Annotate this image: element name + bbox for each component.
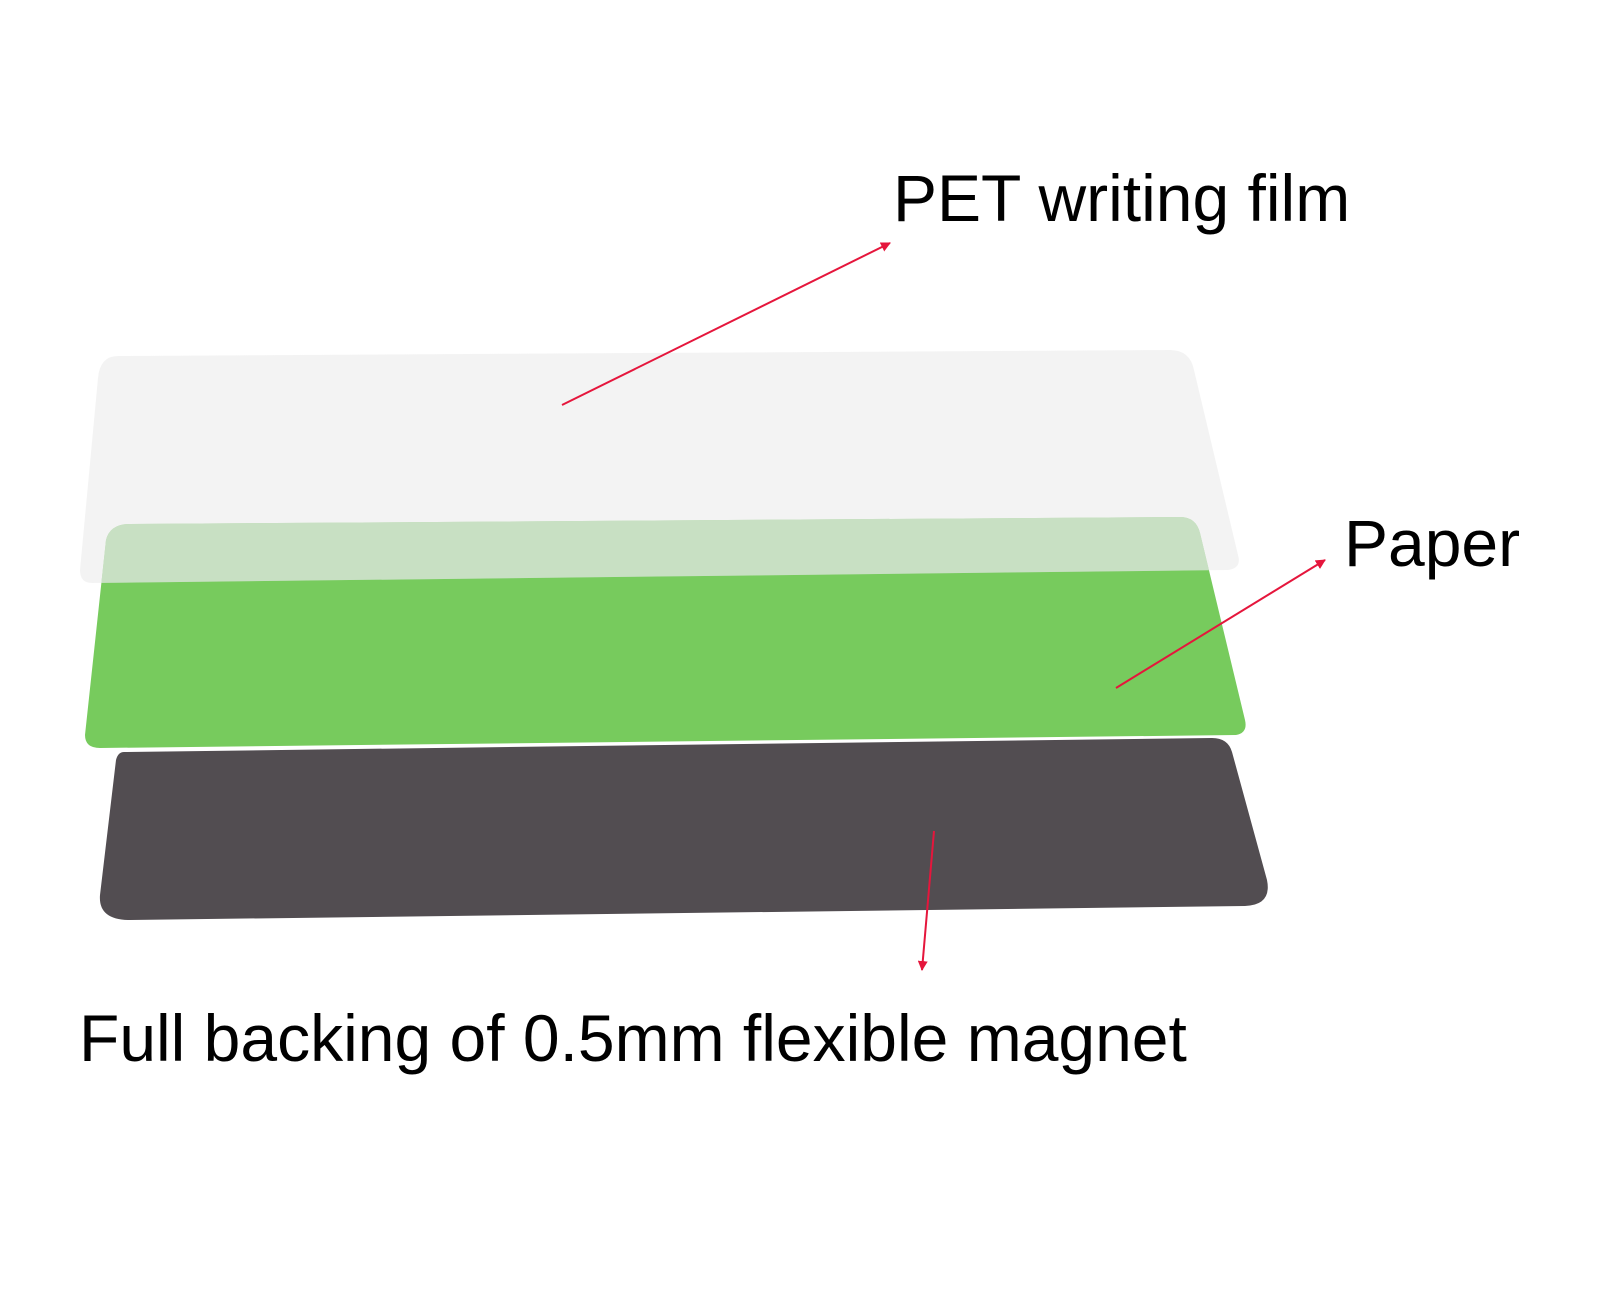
label-pet-writing-film: PET writing film [893,161,1351,235]
arrow-magnet [917,830,935,971]
label-paper: Paper [1344,506,1521,580]
arrow-pet-film [561,242,891,406]
pet-film-layer [80,350,1239,583]
magnet-layer [99,738,1268,920]
arrow-paper [1115,559,1326,689]
label-flexible-magnet: Full backing of 0.5mm flexible magnet [79,1001,1187,1075]
